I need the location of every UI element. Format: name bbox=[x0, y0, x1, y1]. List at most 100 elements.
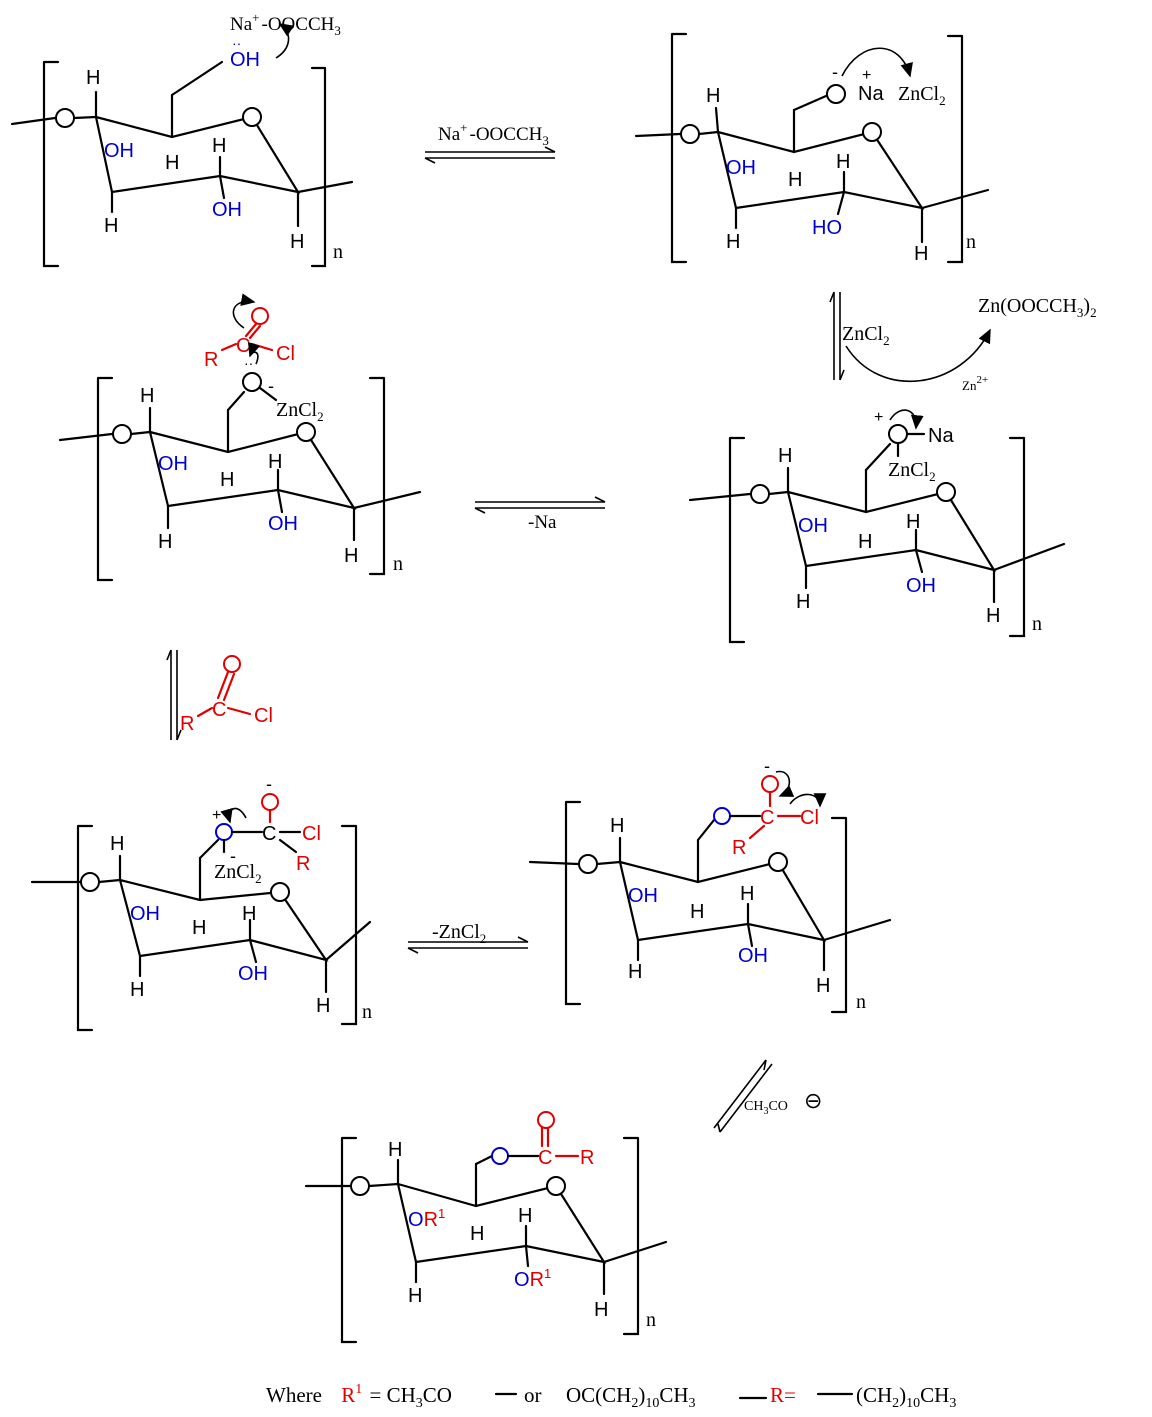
r-group: R bbox=[732, 837, 746, 859]
equilibrium-arrow-2: ZnCl2 Zn(OOCCH3)2 Zn2+ bbox=[829, 291, 1097, 393]
structure-tetrahedral-intermediate: H OH H H OH H H + - - C Cl R ZnCl2 n bbox=[30, 774, 372, 1032]
svg-text:⊖: ⊖ bbox=[804, 1088, 822, 1113]
svg-text:C: C bbox=[212, 699, 226, 721]
h-label: H bbox=[268, 451, 282, 473]
h-label: H bbox=[858, 531, 872, 553]
oh-label: OH bbox=[726, 157, 756, 179]
h-label: H bbox=[816, 975, 830, 997]
h-label: H bbox=[86, 67, 100, 89]
oh-label: OH bbox=[212, 199, 242, 221]
svg-text:+: + bbox=[874, 409, 883, 426]
equilibrium-arrow-4: C R Cl bbox=[166, 649, 273, 741]
h-label: H bbox=[130, 979, 144, 1001]
svg-text:Where R1 = CH3CO: Where R1 = CH3CO bbox=[266, 1374, 452, 1411]
oh-label: OH bbox=[238, 963, 268, 985]
h-label: H bbox=[986, 605, 1000, 627]
carbon: C bbox=[760, 807, 774, 829]
svg-text:Na+-OOCCH3: Na+-OOCCH3 bbox=[438, 120, 549, 148]
equilibrium-arrow-5: -ZnCl2 bbox=[407, 921, 529, 954]
h-label: H bbox=[316, 995, 330, 1017]
svg-text:Na+-OOCCH3: Na+-OOCCH3 bbox=[230, 10, 341, 38]
svg-text:-Na: -Na bbox=[528, 512, 557, 533]
svg-text:ZnCl2: ZnCl2 bbox=[842, 323, 890, 348]
h-label: H bbox=[706, 85, 720, 107]
svg-text:or: or bbox=[524, 1383, 542, 1407]
h-label: H bbox=[104, 215, 118, 237]
oh-label: OH bbox=[738, 945, 768, 967]
h-label: H bbox=[408, 1285, 422, 1307]
h-label: H bbox=[518, 1205, 532, 1227]
svg-text:ZnCl2: ZnCl2 bbox=[888, 459, 936, 484]
repeat-n: n bbox=[856, 991, 866, 1013]
svg-text:+: + bbox=[212, 807, 221, 824]
caption: Where R1 = CH3CO or OC(CH2)10CH3 R= (CH2… bbox=[266, 1374, 956, 1411]
r-group: R bbox=[204, 349, 218, 371]
equilibrium-arrow-1: Na+-OOCCH3 bbox=[424, 120, 556, 164]
repeat-n: n bbox=[333, 241, 343, 263]
na-label: Na bbox=[858, 83, 884, 105]
oh-label: OH bbox=[268, 513, 298, 535]
svg-text:(CH2)10CH3: (CH2)10CH3 bbox=[856, 1383, 956, 1411]
or1-label: OR1 bbox=[514, 1266, 551, 1291]
h-label: H bbox=[212, 135, 226, 157]
or1-label: OR1 bbox=[408, 1206, 445, 1231]
h-label: H bbox=[344, 545, 358, 567]
h-label: H bbox=[610, 815, 624, 837]
carbonyl-carbon: C bbox=[236, 335, 250, 357]
h-label: H bbox=[778, 445, 792, 467]
svg-text:-: - bbox=[266, 774, 272, 794]
svg-text:R=: R= bbox=[770, 1383, 796, 1407]
svg-text:Zn2+: Zn2+ bbox=[962, 374, 988, 393]
structure-chloride-leaving: H OH H H OH H H - C Cl R n bbox=[528, 756, 892, 1014]
oh-label: OH bbox=[798, 515, 828, 537]
oh-label: OH bbox=[158, 453, 188, 475]
repeat-n: n bbox=[966, 231, 976, 253]
h-label: H bbox=[158, 531, 172, 553]
oh-nucleophile: OH bbox=[230, 49, 260, 71]
oh-label: OH bbox=[906, 575, 936, 597]
h-label: H bbox=[740, 883, 754, 905]
svg-text:-: - bbox=[832, 62, 838, 82]
h-label: H bbox=[628, 961, 642, 983]
repeat-n: n bbox=[646, 1309, 656, 1331]
r-group: R bbox=[296, 853, 310, 875]
structure-acyl-attack: H OH H H OH H H ·· - ZnCl2 C R Cl n bbox=[58, 293, 422, 582]
chloride: Cl bbox=[276, 343, 295, 365]
svg-text:Cl: Cl bbox=[254, 705, 273, 727]
repeat-n: n bbox=[393, 553, 403, 575]
h-label: H bbox=[110, 833, 124, 855]
h-label: H bbox=[906, 511, 920, 533]
h-label: H bbox=[290, 231, 304, 253]
oh-label: OH bbox=[628, 885, 658, 907]
h-label: H bbox=[690, 901, 704, 923]
h-label: H bbox=[470, 1223, 484, 1245]
equilibrium-arrow-6: CH3CO ⊖ bbox=[713, 1059, 822, 1133]
ester-carbon: C bbox=[538, 1147, 552, 1169]
structure-cellulose-start: H OH H H OH H H OH ·· Na+-OOCCH3 n bbox=[10, 10, 354, 268]
svg-text:-: - bbox=[268, 376, 274, 396]
h-label: H bbox=[388, 1139, 402, 1161]
structure-zn-complex: H OH H H OH H H + Na ZnCl2 n bbox=[688, 409, 1066, 644]
oh-label: OH bbox=[104, 140, 134, 162]
h-label: H bbox=[220, 469, 234, 491]
svg-text:-: - bbox=[764, 756, 770, 776]
svg-text:Zn(OOCCH3)2: Zn(OOCCH3)2 bbox=[978, 295, 1097, 320]
svg-text:R: R bbox=[180, 713, 194, 735]
svg-text:ZnCl2: ZnCl2 bbox=[276, 399, 324, 424]
h-label: H bbox=[726, 231, 740, 253]
tetrahedral-carbon: C bbox=[262, 823, 276, 845]
h-label: H bbox=[594, 1299, 608, 1321]
svg-text:··: ·· bbox=[244, 355, 253, 371]
svg-text:-: - bbox=[230, 846, 236, 866]
chloride: Cl bbox=[800, 807, 819, 829]
oh-label: OH bbox=[130, 903, 160, 925]
svg-text:OC(CH2)10CH3: OC(CH2)10CH3 bbox=[566, 1383, 696, 1411]
repeat-n: n bbox=[1032, 613, 1042, 635]
h-label: H bbox=[192, 917, 206, 939]
r-group: R bbox=[580, 1147, 594, 1169]
h-label: H bbox=[165, 152, 179, 174]
svg-text:ZnCl2: ZnCl2 bbox=[214, 861, 262, 886]
svg-text:-ZnCl2: -ZnCl2 bbox=[432, 921, 486, 946]
svg-text:··: ·· bbox=[232, 35, 241, 51]
